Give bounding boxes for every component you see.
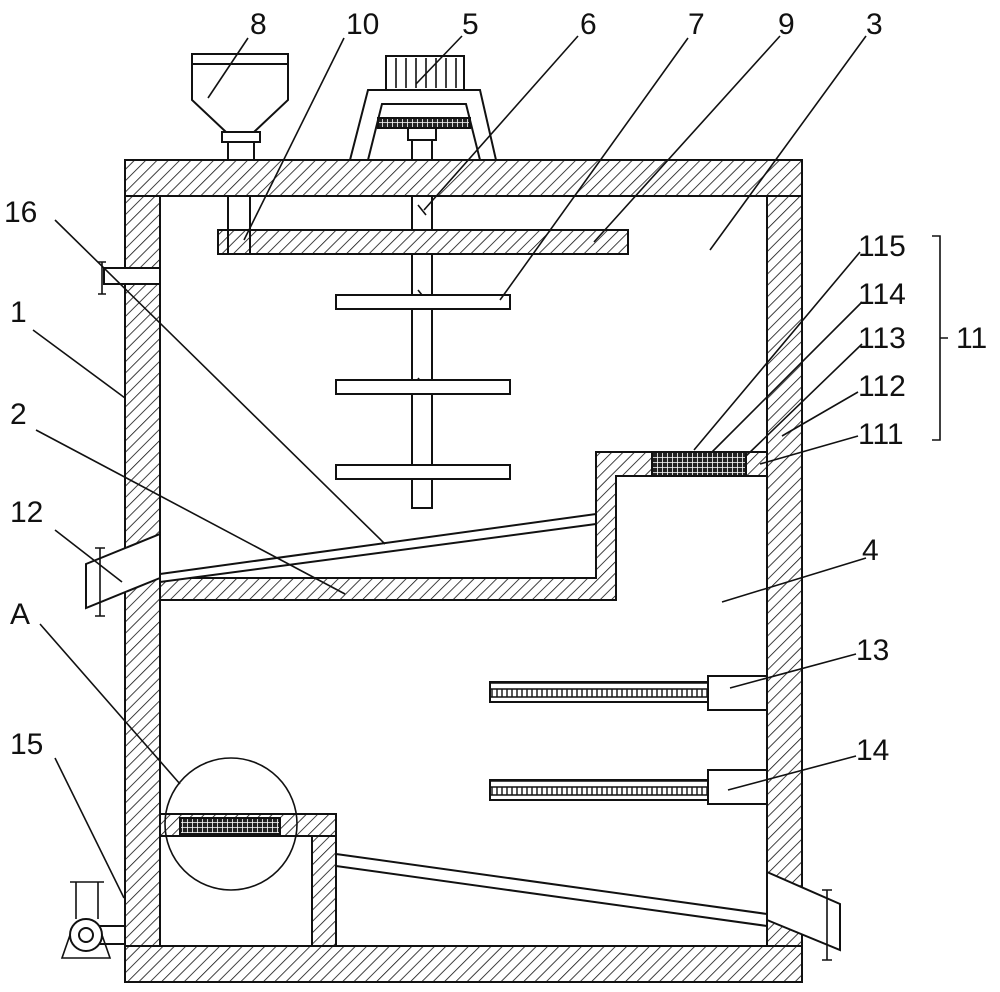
brush-unit-14 [489,769,768,805]
label-111: 111 [858,418,904,451]
label-115: 115 [858,230,906,263]
leader-lines [32,35,948,899]
label-12: 12 [10,496,43,529]
part-labels: 8 10 5 6 7 9 3 16 1 2 12 A 15 115 114 11… [4,8,987,767]
blade-1 [335,294,511,310]
left-outlet-pipe [85,532,161,617]
motor-shaft-coupling [407,127,437,141]
right-outlet-pipe [766,870,841,961]
feed-tube [227,195,251,231]
label-a: A [10,598,30,631]
side-inlet-pipe [98,261,161,295]
label-5: 5 [462,8,479,41]
label-3: 3 [866,8,883,41]
brush-unit-13 [489,675,768,711]
motor-mount [348,89,498,161]
label-16: 16 [4,196,37,229]
feed-tube-outlet [227,229,251,255]
label-114: 114 [858,278,906,311]
label-8: 8 [250,8,267,41]
housing [124,159,803,983]
label-9: 9 [778,8,795,41]
pump-assembly [60,881,126,959]
lower-chute [335,852,768,928]
gear-ring [377,117,471,129]
label-7: 7 [688,8,705,41]
motor-body [385,55,465,91]
hopper-funnel [191,63,289,133]
lower-filter-mesh [179,817,281,835]
feed-hopper [191,53,289,161]
label-15: 15 [10,728,43,761]
filter-mesh [651,451,747,477]
label-11: 11 [956,322,987,355]
label-6: 6 [580,8,597,41]
label-4: 4 [862,534,879,567]
filter-assembly [651,451,768,477]
inclined-screen [159,512,597,584]
detail-circle-a [164,757,298,891]
bottom-wall [124,945,803,983]
label-13: 13 [856,634,889,667]
distribution-plate [217,229,629,255]
label-113: 113 [858,322,906,355]
label-14: 14 [856,734,889,767]
collection-box [159,813,337,947]
motor-assembly [348,55,498,161]
blade-3 [335,464,511,480]
label-2: 2 [10,398,27,431]
right-wall [766,159,803,983]
label-10: 10 [346,8,379,41]
label-112: 112 [858,370,906,403]
label-1: 1 [10,296,27,329]
blade-2 [335,379,511,395]
stirring-blades [335,294,511,480]
